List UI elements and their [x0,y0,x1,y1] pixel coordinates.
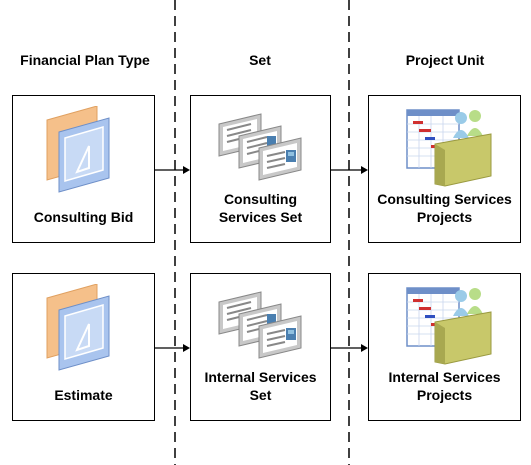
reference-data-set-icon [218,113,302,181]
set-box-row2: Internal Services Set [190,273,331,421]
financial-plan-type-icon [46,106,110,193]
plan-type-label-row1: Consulting Bid [33,209,134,225]
project-unit-label-row1-line1: Consulting Services [377,191,512,207]
arrow-head [183,166,190,174]
reference-data-set-icon [218,291,302,359]
header-financial-plan-type: Financial Plan Type [20,52,150,68]
project-unit-label-row1-line2: Projects [416,209,473,225]
set-box-row1: Consulting Services Set [190,95,331,243]
project-unit-label-row2-line2: Projects [416,387,473,403]
project-unit-box-row2: Internal Services Projects [368,273,521,421]
project-unit-label-row2-line1: Internal Services [388,369,501,385]
arrow-head [183,344,190,352]
plan-type-label-row2: Estimate [54,387,113,403]
project-unit-box-row1: Consulting Services Projects [368,95,521,243]
set-label-row2-line1: Internal Services [204,369,317,385]
set-label-row1-line2: Services Set [218,209,303,225]
plan-type-box-row1: Consulting Bid [12,95,155,243]
header-set: Set [249,52,271,68]
set-label-row2-line2: Set [249,387,272,403]
financial-plan-type-icon [46,284,110,371]
arrow-head [361,166,368,174]
project-unit-folder-icon [406,109,492,187]
set-label-row1-line1: Consulting [223,191,298,207]
plan-type-box-row2: Estimate [12,273,155,421]
project-unit-folder-icon [406,287,492,365]
arrow-head [361,344,368,352]
header-project-unit: Project Unit [405,52,485,68]
